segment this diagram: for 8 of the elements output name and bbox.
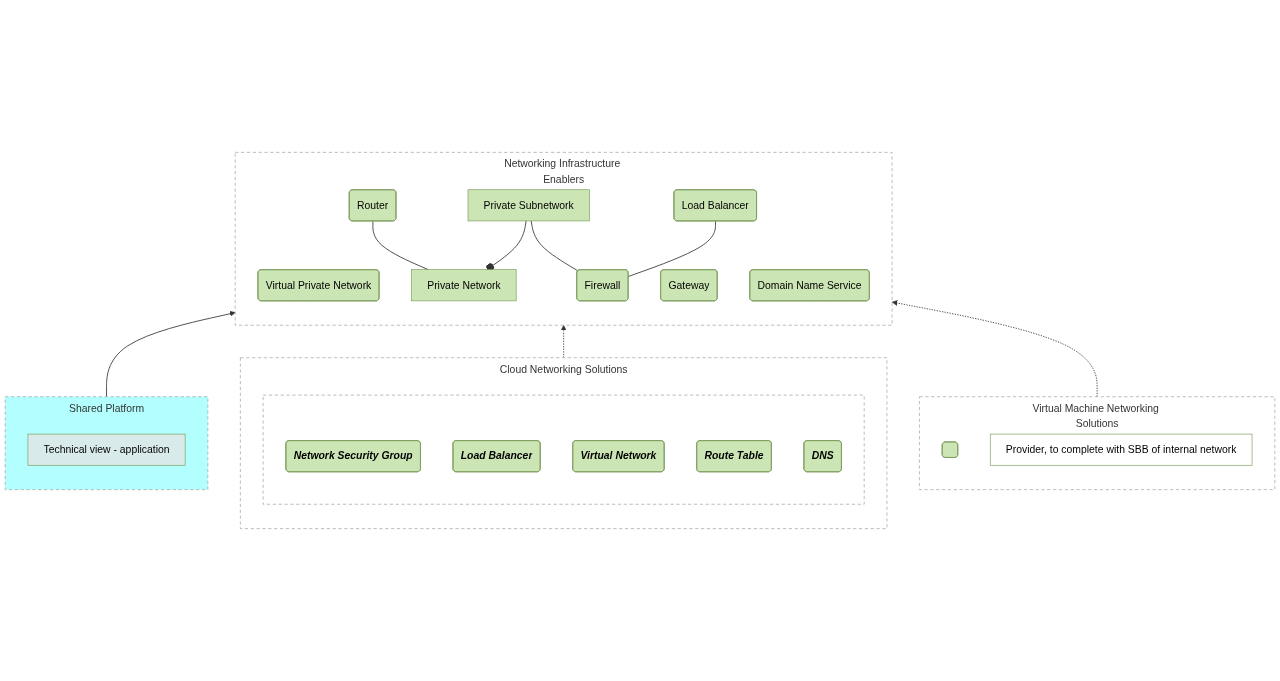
connector — [530, 220, 579, 272]
cluster — [262, 394, 865, 505]
connector — [628, 220, 716, 277]
node-box: Provider, to complete with SBB of internal network — [989, 433, 1253, 466]
connector — [372, 220, 429, 271]
node-box: Private Subnetwork — [467, 189, 590, 222]
node-box: Technical view - application — [27, 433, 186, 466]
node-box: Private Network — [411, 269, 517, 302]
